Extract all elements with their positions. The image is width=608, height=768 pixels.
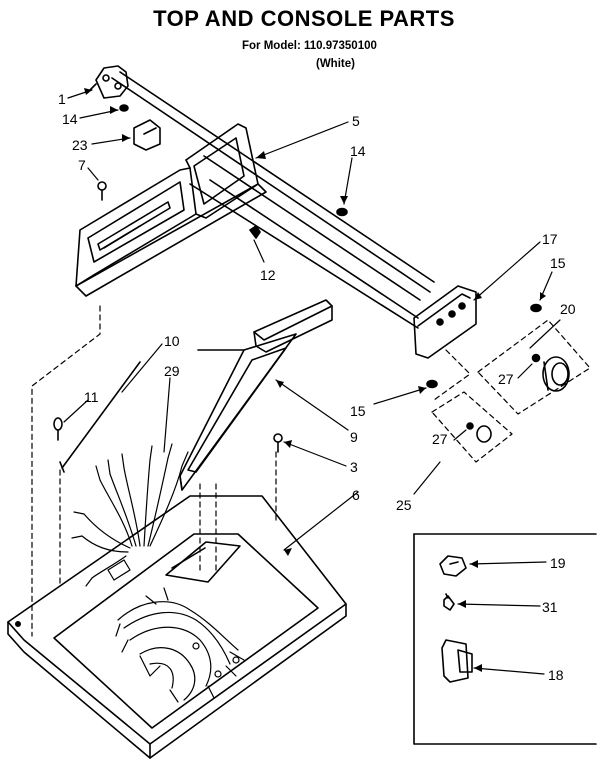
console-panel xyxy=(75,123,267,297)
wire-harness-29 xyxy=(71,443,189,587)
callout-12: 12 xyxy=(260,267,276,283)
callout-5: 5 xyxy=(352,113,360,129)
callout-27b: 27 xyxy=(432,431,448,447)
callout-6: 6 xyxy=(352,487,360,503)
knob-assembly-25 xyxy=(431,391,513,463)
callout-15: 15 xyxy=(550,255,566,271)
callout-9: 9 xyxy=(350,429,358,445)
knob-25 xyxy=(466,422,492,443)
callout-14: 14 xyxy=(62,111,78,127)
control-plate-17 xyxy=(413,285,477,359)
callout-29: 29 xyxy=(164,363,180,379)
callout-3: 3 xyxy=(350,459,358,475)
console-support-bar xyxy=(111,71,435,329)
callout-20: 20 xyxy=(560,301,576,317)
screw-15-lower-group xyxy=(433,349,471,401)
part-19-connector xyxy=(439,555,467,577)
callout-1: 1 xyxy=(58,91,66,107)
callout-27: 27 xyxy=(498,371,514,387)
left-bracket xyxy=(89,65,129,99)
callout-18: 18 xyxy=(548,667,564,683)
rod-10 xyxy=(59,361,141,473)
clip-12 xyxy=(249,225,261,239)
screw-14-right xyxy=(336,207,348,217)
knob-assembly-20 xyxy=(477,319,591,415)
color-variant: (White) xyxy=(316,58,355,70)
screw-3 xyxy=(273,433,283,453)
callout-17: 17 xyxy=(542,231,558,247)
callout-25: 25 xyxy=(396,497,412,513)
lint-duct-9 xyxy=(179,299,333,491)
leader-arrowheads xyxy=(84,88,546,672)
knob-20 xyxy=(531,353,570,392)
assembly-lines xyxy=(31,305,277,637)
model-number: For Model: 110.97350100 xyxy=(242,40,377,52)
callout-31: 31 xyxy=(542,599,558,615)
callout-7: 7 xyxy=(78,157,86,173)
callout-11: 11 xyxy=(84,389,99,405)
leader-lines xyxy=(63,89,561,675)
dryer-top-panel xyxy=(7,495,347,759)
callout-15b: 15 xyxy=(350,403,366,419)
screw-14-top xyxy=(119,104,129,112)
callout-10: 10 xyxy=(164,333,180,349)
inset-box xyxy=(413,533,597,745)
part-31-clip xyxy=(443,593,455,611)
screw-11 xyxy=(53,417,63,441)
part-18-capacitor xyxy=(441,639,473,683)
callout-19: 19 xyxy=(550,555,566,571)
bracket-23 xyxy=(133,119,161,151)
callout-labels: 1 14 23 7 5 14 12 17 15 20 10 29 11 27 1… xyxy=(58,91,576,683)
screw-7 xyxy=(97,181,107,201)
page-title: TOP AND CONSOLE PARTS xyxy=(153,6,455,31)
wire-harness-top xyxy=(115,587,245,703)
screw-15-lower xyxy=(426,379,438,389)
callout-14b: 14 xyxy=(350,143,366,159)
screw-15-upper xyxy=(530,303,542,313)
callout-23: 23 xyxy=(72,137,88,153)
